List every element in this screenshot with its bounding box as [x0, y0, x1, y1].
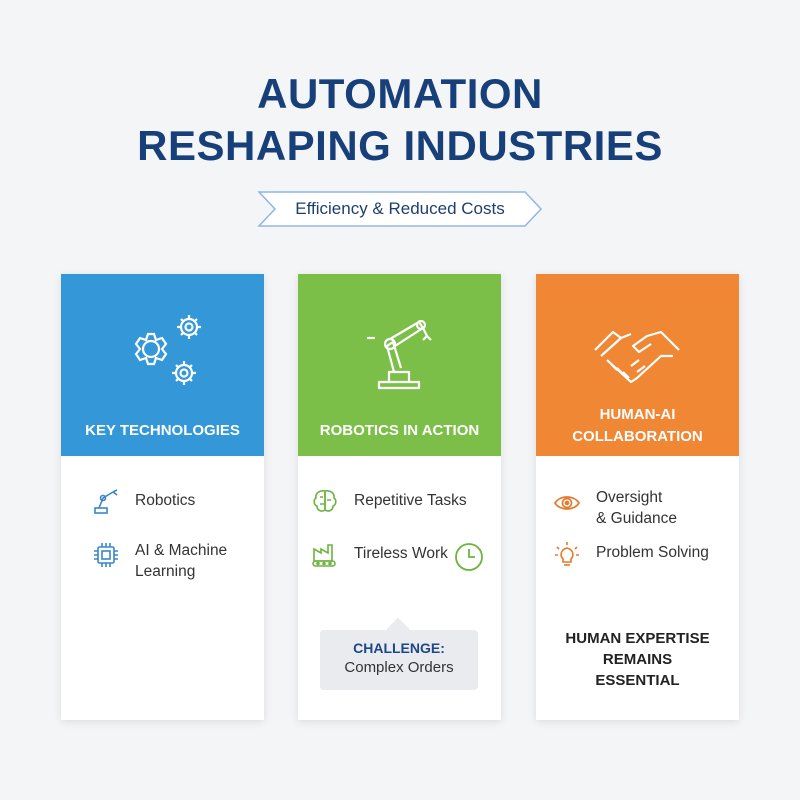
list-item-text: Tireless Work [354, 545, 448, 562]
card-title-collab: HUMAN-AI COLLABORATION [536, 404, 739, 448]
expertise-statement: HUMAN EXPERTISE REMAINS ESSENTIAL [536, 628, 739, 691]
card-title-line-2: COLLABORATION [572, 428, 703, 445]
gears-icon [134, 315, 201, 385]
expertise-line-3: ESSENTIAL [595, 672, 680, 689]
list-item-text: Robotics [135, 492, 196, 509]
robot-arm-icon [94, 489, 118, 514]
subtitle-ribbon: Efficiency & Reduced Costs [257, 190, 543, 228]
title-line-1: AUTOMATION [257, 70, 543, 117]
list-item-line-2: Learning [135, 563, 196, 580]
list-item-problem-solving: Problem Solving [552, 539, 709, 569]
card-header-collab: HUMAN-AI COLLABORATION [536, 274, 739, 456]
expertise-line-1: HUMAN EXPERTISE [565, 630, 710, 647]
challenge-callout: CHALLENGE: Complex Orders [320, 617, 478, 690]
card-robotics-in-action: ROBOTICS IN ACTION Repetitive Tasks Tire… [298, 274, 501, 720]
card-title-robotics: ROBOTICS IN ACTION [319, 422, 480, 439]
subtitle-text: Efficiency & Reduced Costs [295, 199, 505, 218]
list-item-text: Oversight & Guidance [596, 487, 677, 529]
card-key-technologies: KEY TECHNOLOGIES Robotics AI & Machine L… [61, 274, 264, 720]
list-item-ai: AI & Machine Learning [91, 540, 227, 582]
chip-icon [94, 543, 118, 567]
list-item-oversight: Oversight & Guidance [552, 488, 677, 529]
handshake-icon [594, 330, 680, 384]
list-item-tireless-work: Tireless Work [310, 539, 448, 569]
list-item-line-2: & Guidance [596, 510, 677, 527]
list-item-text: Repetitive Tasks [354, 492, 467, 509]
expertise-line-2: REMAINS [602, 651, 673, 668]
card-header-robotics: ROBOTICS IN ACTION [298, 274, 501, 456]
title-line-2: RESHAPING INDUSTRIES [137, 122, 663, 169]
card-title-tech: KEY TECHNOLOGIES [85, 422, 240, 439]
page-title: AUTOMATION RESHAPING INDUSTRIES [0, 68, 800, 172]
list-item-line-1: AI & Machine [135, 542, 228, 559]
list-item-text: AI & Machine Learning [135, 540, 227, 582]
factory-icon [312, 544, 336, 567]
lightbulb-icon [555, 542, 579, 566]
ribbon-outline [257, 191, 543, 227]
clock-icon [455, 543, 483, 571]
card-human-ai-collaboration: HUMAN-AI COLLABORATION Oversight & Guida… [536, 274, 739, 720]
list-item-robotics: Robotics [91, 486, 195, 516]
list-item-line-1: Oversight [596, 489, 663, 506]
brain-icon [313, 490, 337, 512]
card-header-tech: KEY TECHNOLOGIES [61, 274, 264, 456]
challenge-value: Complex Orders [344, 659, 454, 676]
industrial-robot-icon [367, 319, 432, 390]
card-title-line-1: HUMAN-AI [599, 406, 676, 423]
eye-icon [553, 496, 581, 510]
list-item-repetitive-tasks: Repetitive Tasks [310, 486, 467, 516]
list-item-text: Problem Solving [596, 544, 709, 561]
challenge-label: CHALLENGE: [353, 640, 445, 656]
